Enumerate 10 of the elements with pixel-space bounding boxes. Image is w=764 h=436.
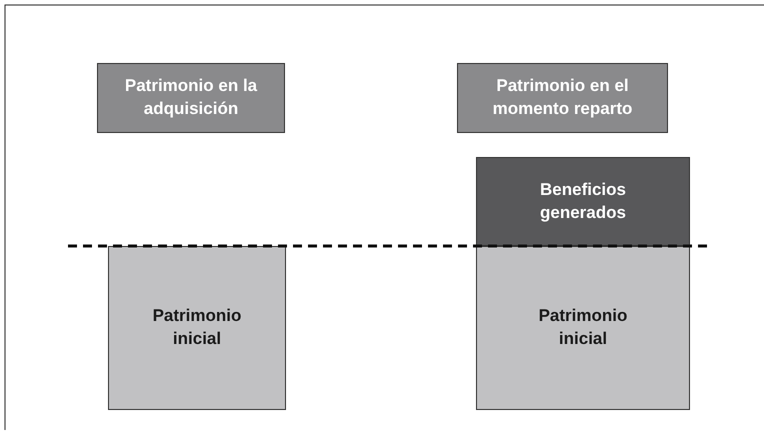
header-box	[97, 63, 285, 133]
equity-block	[108, 246, 286, 410]
box-label: Beneficios generados	[539, 178, 627, 224]
profit-block	[476, 157, 690, 246]
header-box	[457, 63, 668, 133]
box-label: Patrimonio en el momento reparto	[492, 75, 634, 120]
box-label: Patrimonio inicial	[152, 305, 242, 350]
box-label: Patrimonio en la adquisición	[124, 75, 258, 120]
box-label: Patrimonio inicial	[538, 305, 628, 350]
equity-block	[476, 246, 690, 410]
